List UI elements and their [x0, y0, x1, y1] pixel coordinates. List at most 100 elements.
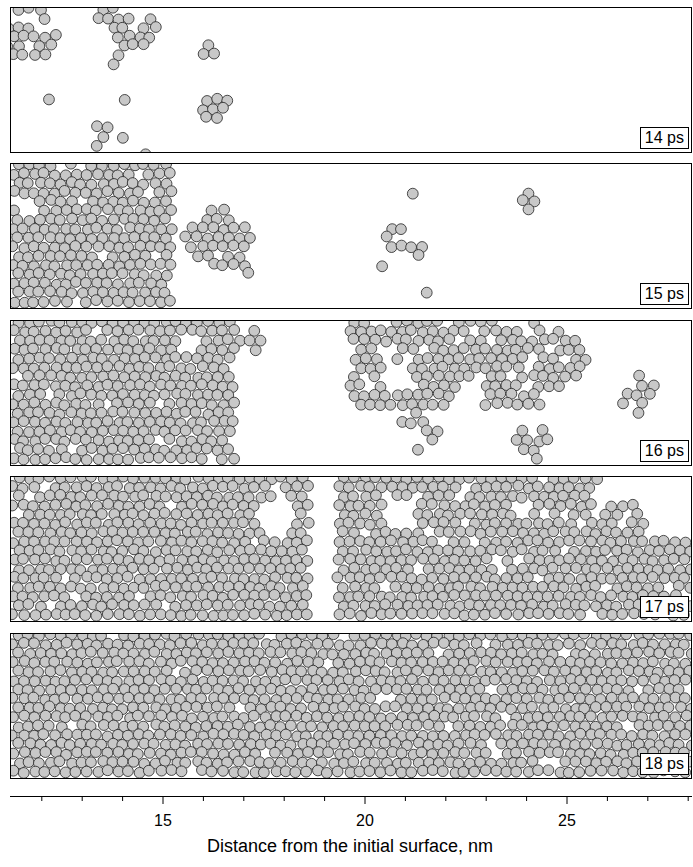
atom	[532, 535, 543, 546]
atom	[129, 407, 140, 418]
atom	[427, 608, 438, 619]
atom	[86, 490, 97, 501]
atom	[574, 535, 585, 546]
atom	[11, 343, 21, 354]
atom	[190, 407, 201, 418]
atom	[405, 418, 416, 429]
atom	[673, 634, 684, 640]
atom	[149, 527, 160, 538]
atom	[374, 572, 385, 583]
atom	[151, 599, 162, 610]
atom	[297, 599, 308, 610]
atom	[123, 454, 134, 465]
atom	[59, 344, 70, 355]
atom	[209, 416, 220, 427]
atom	[145, 609, 156, 620]
atom	[222, 599, 233, 610]
atom	[332, 572, 343, 583]
atom	[548, 634, 559, 640]
atom	[181, 352, 192, 363]
atom	[38, 168, 49, 179]
atom	[224, 426, 235, 437]
atom	[465, 508, 476, 519]
atom	[497, 526, 508, 537]
atom	[122, 571, 133, 582]
atom	[224, 545, 235, 556]
atom	[80, 297, 91, 308]
atom	[428, 554, 439, 565]
atom	[119, 164, 130, 170]
atom	[513, 480, 524, 491]
atom	[117, 268, 128, 279]
atom	[344, 608, 355, 619]
atom	[123, 325, 134, 336]
atom	[18, 30, 29, 41]
snapshot-panel	[6, 628, 693, 778]
panel-frame	[11, 477, 692, 622]
panel-frame	[11, 164, 692, 309]
atom	[18, 573, 29, 584]
atom	[385, 399, 396, 410]
atom	[125, 380, 136, 391]
atom	[260, 480, 271, 491]
atom	[162, 563, 173, 574]
atom	[33, 268, 44, 279]
atom	[71, 277, 82, 288]
atom	[248, 482, 259, 493]
atom	[44, 490, 55, 501]
atom	[55, 233, 66, 244]
atom	[143, 169, 154, 180]
atom	[219, 204, 230, 215]
atom	[239, 610, 250, 621]
atom	[92, 121, 103, 132]
atom	[33, 286, 44, 297]
atom	[55, 251, 66, 262]
atom	[516, 492, 527, 503]
atom	[531, 453, 542, 464]
atom	[229, 453, 240, 464]
atom	[11, 325, 20, 336]
atom	[86, 544, 97, 555]
atom	[634, 370, 645, 381]
atom	[668, 553, 679, 564]
atom	[44, 353, 55, 364]
atom	[102, 325, 113, 336]
atom	[417, 608, 428, 619]
atom	[548, 581, 559, 592]
atom	[107, 443, 118, 454]
atom	[44, 94, 55, 105]
atom	[491, 481, 502, 492]
atom	[29, 482, 40, 493]
atom	[266, 546, 277, 557]
atom	[465, 526, 476, 537]
atom	[50, 499, 61, 510]
atom	[92, 657, 103, 668]
atom	[19, 168, 30, 179]
atom	[402, 389, 413, 400]
atom	[413, 444, 424, 455]
atom	[407, 188, 418, 199]
atom	[453, 353, 464, 364]
atom	[114, 361, 125, 372]
atom	[485, 526, 496, 537]
atom	[139, 599, 150, 610]
atom	[360, 353, 371, 364]
atom	[438, 399, 449, 410]
atom	[11, 363, 19, 374]
atom	[223, 371, 234, 382]
atom	[354, 379, 365, 390]
atom	[28, 297, 39, 308]
atom	[213, 648, 224, 659]
atom	[501, 609, 512, 620]
atom	[207, 325, 218, 336]
atom	[134, 656, 145, 667]
atom	[281, 610, 292, 621]
atom	[81, 455, 92, 466]
atom	[139, 352, 150, 363]
atom	[46, 195, 57, 206]
atom	[406, 573, 417, 584]
atom	[129, 544, 140, 555]
atom	[371, 490, 382, 501]
atom	[333, 554, 344, 565]
atom	[673, 647, 684, 658]
